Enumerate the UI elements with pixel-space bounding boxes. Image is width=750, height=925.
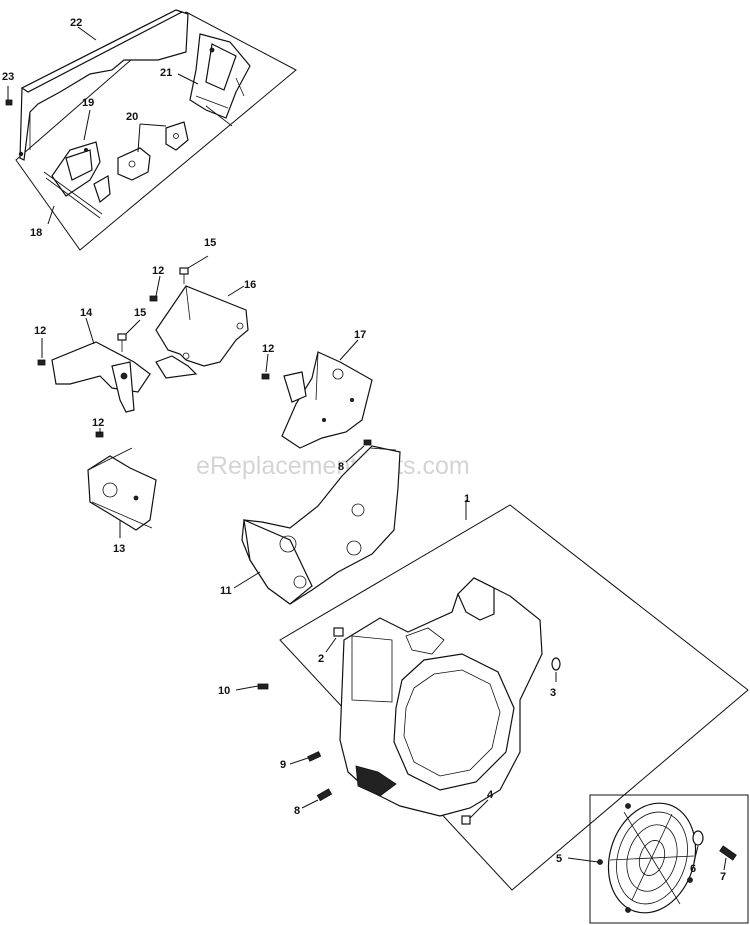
part-3-grommet <box>551 657 561 671</box>
callout-3: 3 <box>550 687 556 699</box>
callout-9: 9 <box>280 759 286 771</box>
screw-8 <box>316 788 333 802</box>
callout-15-mid: 15 <box>134 307 146 319</box>
callout-4: 4 <box>487 789 494 801</box>
callout-labels: 1 2 3 4 5 6 7 8 8 9 10 11 12 12 12 12 13… <box>2 17 726 883</box>
part-19-bracket <box>43 141 111 219</box>
callout-7: 7 <box>720 871 726 883</box>
callout-17: 17 <box>354 329 366 341</box>
part-6-washer <box>692 830 704 846</box>
part-17-bracket <box>281 351 373 449</box>
screw-15-top <box>179 267 189 275</box>
callout-12-low: 12 <box>92 417 104 429</box>
callout-14: 14 <box>80 307 93 319</box>
callout-1: 1 <box>464 493 470 505</box>
callout-12-left: 12 <box>34 325 46 337</box>
callout-18: 18 <box>30 227 42 239</box>
callout-8-upper: 8 <box>338 461 344 473</box>
screw-12-top <box>149 295 158 302</box>
part-16-baffle <box>155 285 249 379</box>
part-11-shroud <box>241 445 401 605</box>
callout-21: 21 <box>160 67 172 79</box>
callout-12-top: 12 <box>152 265 164 277</box>
callout-15-top: 15 <box>204 237 216 249</box>
fasteners <box>5 99 737 861</box>
callout-6: 6 <box>690 863 696 875</box>
callout-8: 8 <box>294 805 300 817</box>
part-22-shroud-panel <box>18 9 189 161</box>
screw-8-upper <box>363 439 372 446</box>
part-21-bracket <box>189 33 251 127</box>
part-13-bracket <box>87 447 157 531</box>
screw-10 <box>257 683 269 690</box>
part-1-blower-housing <box>339 577 543 817</box>
callout-16: 16 <box>244 279 256 291</box>
watermark-text: eReplacementParts.com <box>196 452 470 480</box>
screw-9 <box>307 751 322 762</box>
callout-10: 10 <box>218 685 230 697</box>
callout-11: 11 <box>220 585 232 597</box>
screw-12-mid <box>261 373 270 380</box>
screw-23 <box>5 99 13 106</box>
group-outline-top <box>15 11 297 251</box>
callout-13: 13 <box>113 543 125 555</box>
callout-2: 2 <box>318 653 324 665</box>
callout-20: 20 <box>126 111 138 123</box>
part-14-bracket <box>51 341 151 413</box>
callout-22: 22 <box>70 17 82 29</box>
part-20-plate <box>117 121 189 181</box>
screw-12-left <box>37 359 46 366</box>
part-2-nut <box>333 627 344 637</box>
group-outline-fan-screen <box>589 794 749 924</box>
callout-5: 5 <box>556 853 562 865</box>
leader-lines <box>7 26 727 871</box>
screw-7 <box>719 845 737 861</box>
callout-19: 19 <box>82 97 94 109</box>
callout-12-mid: 12 <box>262 343 274 355</box>
callout-23: 23 <box>2 71 14 83</box>
part-5-fan-screen <box>597 802 697 914</box>
screw-15-mid <box>117 333 127 341</box>
part-4-clip <box>461 815 471 825</box>
